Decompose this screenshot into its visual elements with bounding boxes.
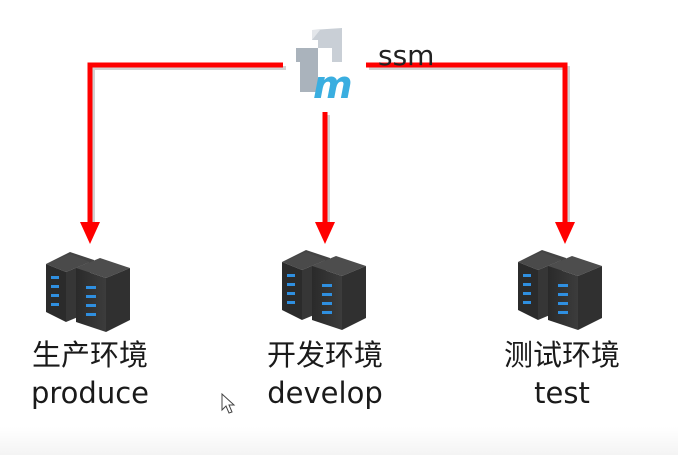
bottom-strip bbox=[0, 427, 678, 455]
mouse-cursor-icon bbox=[221, 393, 236, 414]
arrow-to-produce bbox=[87, 62, 283, 226]
env-label-en: test bbox=[534, 376, 590, 410]
server-icon-test bbox=[518, 250, 602, 330]
arrowhead-produce bbox=[80, 222, 100, 244]
arrow-to-test bbox=[366, 62, 568, 226]
env-label-zh: 开发环境 bbox=[266, 338, 383, 372]
arrowhead-develop bbox=[315, 222, 335, 244]
server-icon-produce bbox=[46, 252, 130, 332]
server-icon-develop bbox=[282, 250, 366, 330]
env-produce: 生产环境 produce bbox=[0, 338, 180, 411]
env-develop: 开发环境 develop bbox=[235, 338, 415, 411]
source-label: ssm bbox=[378, 39, 435, 72]
env-label-en: produce bbox=[30, 376, 149, 410]
env-label-en: develop bbox=[267, 376, 383, 410]
env-test: 测试环境 test bbox=[472, 338, 652, 411]
maven-m-icon: m bbox=[296, 28, 353, 107]
svg-text:m: m bbox=[313, 63, 353, 107]
env-label-zh: 测试环境 bbox=[503, 338, 620, 372]
env-label-zh: 生产环境 bbox=[31, 338, 148, 372]
arrowhead-test bbox=[555, 222, 575, 244]
